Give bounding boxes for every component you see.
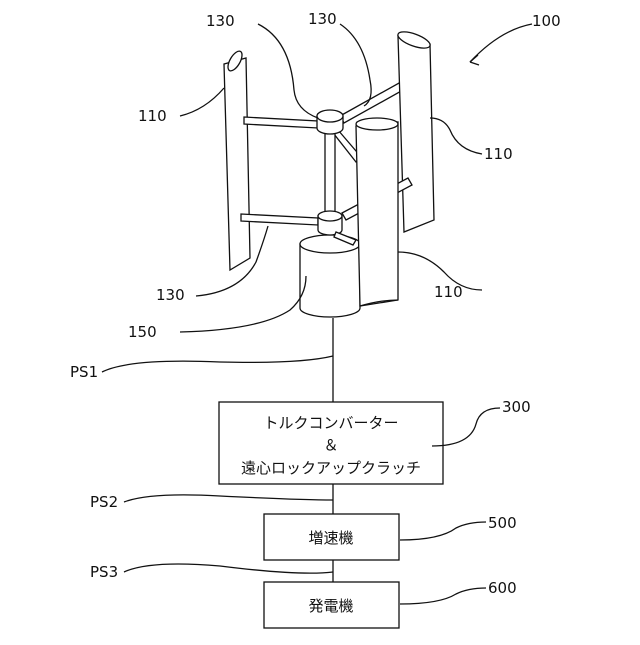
upper-hub bbox=[317, 110, 343, 134]
leader-ps2 bbox=[124, 495, 333, 502]
converter-line2: ＆ bbox=[323, 436, 338, 454]
generator-label: 発電機 bbox=[308, 597, 353, 615]
gearbox-box: 増速機 bbox=[264, 514, 399, 560]
generator-body bbox=[300, 235, 360, 317]
leader-500 bbox=[400, 522, 486, 540]
ref-130-top-right: 130 bbox=[308, 10, 337, 28]
wind-turbine bbox=[224, 29, 434, 317]
ref-100: 100 bbox=[532, 12, 561, 30]
ref-300: 300 bbox=[502, 398, 531, 416]
ref-600: 600 bbox=[488, 579, 517, 597]
leader-130-top-left bbox=[258, 24, 318, 118]
ref-130-lower: 130 bbox=[156, 286, 185, 304]
blade-right-front bbox=[356, 118, 398, 306]
ref-ps2: PS2 bbox=[90, 493, 118, 511]
ref-110-right-upper: 110 bbox=[484, 145, 513, 163]
leader-110-right-upper bbox=[430, 118, 482, 154]
leader-130-top-right bbox=[340, 24, 371, 106]
converter-line3: 遠心ロックアップクラッチ bbox=[241, 459, 421, 477]
leader-150 bbox=[180, 276, 306, 332]
ref-130-top-left: 130 bbox=[206, 12, 235, 30]
converter-box: トルクコンバーター ＆ 遠心ロックアップクラッチ bbox=[219, 402, 443, 484]
ref-ps1: PS1 bbox=[70, 363, 98, 381]
leader-100 bbox=[470, 24, 532, 62]
gearbox-label: 増速機 bbox=[308, 529, 353, 547]
ref-110-right-lower: 110 bbox=[434, 283, 463, 301]
leader-ps3 bbox=[124, 564, 333, 573]
ref-110-left: 110 bbox=[138, 107, 167, 125]
generator-box: 発電機 bbox=[264, 582, 399, 628]
ref-150: 150 bbox=[128, 323, 157, 341]
blade-left bbox=[224, 49, 250, 270]
leader-ps1 bbox=[102, 356, 333, 372]
blade-right-back bbox=[396, 29, 434, 232]
vertical-shaft bbox=[325, 128, 335, 220]
converter-line1: トルクコンバーター bbox=[263, 414, 398, 432]
leader-110-left bbox=[180, 88, 224, 116]
ref-500: 500 bbox=[488, 514, 517, 532]
leader-600 bbox=[400, 588, 486, 604]
ref-ps3: PS3 bbox=[90, 563, 118, 581]
